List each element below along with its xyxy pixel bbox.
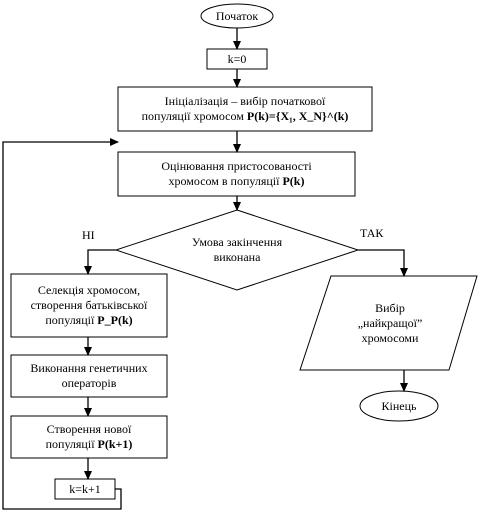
condition-line1: Умова закінчення: [191, 235, 283, 249]
genetic-operators-label: Виконання генетичних операторів: [11, 355, 167, 397]
newpop-line2: популяції P(k+1): [46, 437, 133, 452]
selection-box: [10, 273, 168, 338]
genetic-line2: операторів: [61, 376, 117, 390]
start-text: Початок: [215, 8, 259, 23]
new-population-label: Створення нової популяції P(k+1): [11, 416, 167, 458]
init-line2: популяції хромосом P(k)={X₁, X_N}^(k): [142, 109, 349, 124]
newpop-line1: Створення нової: [46, 422, 132, 436]
init-counter-label: k=0: [207, 49, 267, 69]
end-label: Кінець: [360, 391, 438, 421]
condition-label: Умова закінчення виконана: [166, 230, 308, 270]
evaluate-fitness-box: [117, 151, 356, 197]
selection-line3: популяції P_P(k): [45, 313, 132, 328]
branch-yes-label: ТАК: [360, 226, 384, 240]
start-label: Початок: [201, 4, 273, 28]
selection-label: Селекція хромосом, створення батьківсько…: [11, 274, 167, 337]
edge-increment-loop-back: [2, 138, 122, 510]
edge-condition-no-to-selection: [84, 249, 116, 275]
increment-text: k=k+1: [69, 481, 101, 496]
evaluate-line2: хромосом в популяції P(k): [169, 174, 305, 189]
select-best-box: [299, 275, 478, 371]
init-population-label: Ініціалізація – вибір початкової популяц…: [118, 87, 372, 131]
selection-line2: створення батьківської: [30, 298, 148, 312]
newpop-line2-text: популяції: [45, 437, 98, 451]
init-counter-text: k=0: [227, 51, 247, 66]
selection-line1: Селекція хромосом,: [37, 283, 141, 297]
selection-formula: P_P(k): [97, 313, 133, 327]
edge-condition-yes-to-best: [358, 249, 408, 277]
genetic-operators-box: [10, 354, 168, 398]
selection-line3-text: популяції: [45, 313, 98, 327]
evaluate-line1: Оцінювання пристосованості: [161, 159, 312, 173]
select-best-label: Вибір „найкращої” хромосоми: [322, 290, 458, 356]
branch-no-label: НІ: [82, 228, 95, 242]
best-line1: Вибір: [375, 300, 405, 315]
init-line2-text: популяції хромосом: [141, 109, 247, 123]
increment-label: k=k+1: [55, 479, 115, 499]
end-text: Кінець: [381, 398, 417, 413]
evaluate-line2-text: хромосом в популяції: [168, 174, 283, 188]
init-population-box: [117, 86, 373, 132]
newpop-formula: P(k+1): [97, 437, 133, 451]
condition-line2: виконана: [213, 250, 261, 264]
init-formula: P(k)={X₁, X_N}^(k): [246, 109, 349, 123]
init-line1: Ініціалізація – вибір початкової: [164, 94, 326, 108]
new-population-box: [10, 415, 168, 459]
termination-condition-diamond: [114, 209, 360, 291]
genetic-line1: Виконання генетичних: [30, 361, 148, 375]
evaluate-label: Оцінювання пристосованості хромосом в по…: [118, 152, 355, 196]
best-line2: „найкращої”: [357, 315, 423, 330]
end-terminator: [359, 390, 439, 422]
best-line3: хромосоми: [361, 330, 419, 345]
evaluate-formula: P(k): [282, 174, 305, 188]
